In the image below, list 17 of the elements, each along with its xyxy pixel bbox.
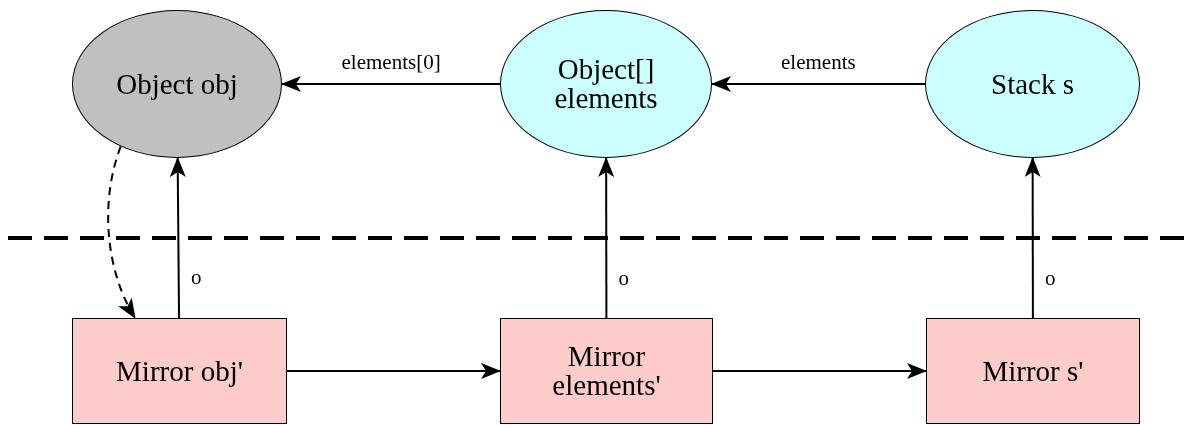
node-label: Mirror s': [982, 356, 1084, 386]
arrow: [286, 363, 501, 379]
arrow: [1024, 157, 1041, 319]
node-label: Stack s: [991, 69, 1074, 99]
dashed-arrow: [107, 145, 136, 319]
arrow: [711, 76, 926, 92]
mirror-box: [500, 318, 713, 424]
node-label: Mirror obj': [116, 356, 243, 386]
node-label: Object[] elements: [553, 55, 659, 113]
arrow: [598, 157, 615, 319]
arrow: [169, 157, 186, 319]
mirror-box: [926, 318, 1140, 424]
arrow: [712, 363, 927, 379]
node-label: Object obj: [116, 69, 238, 99]
node-label: Mirror elements': [551, 342, 662, 400]
mirror-box: [72, 318, 287, 424]
arrow: [281, 76, 501, 92]
